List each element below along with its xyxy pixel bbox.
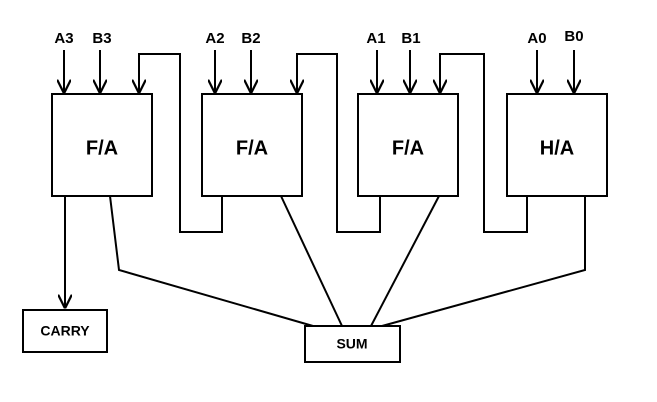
block-fa-2: F/A: [201, 93, 303, 197]
carry-output: CARRY: [22, 309, 108, 353]
input-label-b2: B2: [241, 30, 260, 47]
block-label: F/A: [86, 137, 118, 159]
carry-wire-2-to-3: [139, 53, 223, 233]
block-fa-3: F/A: [51, 93, 153, 197]
block-ha-0: H/A: [506, 93, 608, 197]
sum-wire-0: [381, 196, 586, 327]
input-label-a1: A1: [366, 30, 385, 47]
input-label-a2: A2: [205, 30, 224, 47]
sum-output: SUM: [304, 325, 401, 363]
sum-wire-3: [109, 195, 314, 327]
input-label-a3: A3: [54, 30, 73, 47]
block-label: F/A: [236, 137, 268, 159]
sum-wire-1: [370, 195, 440, 327]
sum-wire-2: [280, 195, 343, 327]
block-label: F/A: [392, 137, 424, 159]
carry-wire-0-to-1: [440, 53, 528, 233]
input-label-b3: B3: [92, 30, 111, 47]
block-label: H/A: [540, 137, 574, 159]
sum-label: SUM: [336, 336, 367, 352]
input-label-b0: B0: [564, 28, 583, 45]
block-fa-1: F/A: [357, 93, 459, 197]
carry-label: CARRY: [40, 323, 90, 339]
input-label-b1: B1: [401, 30, 420, 47]
input-label-a0: A0: [527, 30, 546, 47]
carry-wire-1-to-2: [297, 53, 381, 233]
